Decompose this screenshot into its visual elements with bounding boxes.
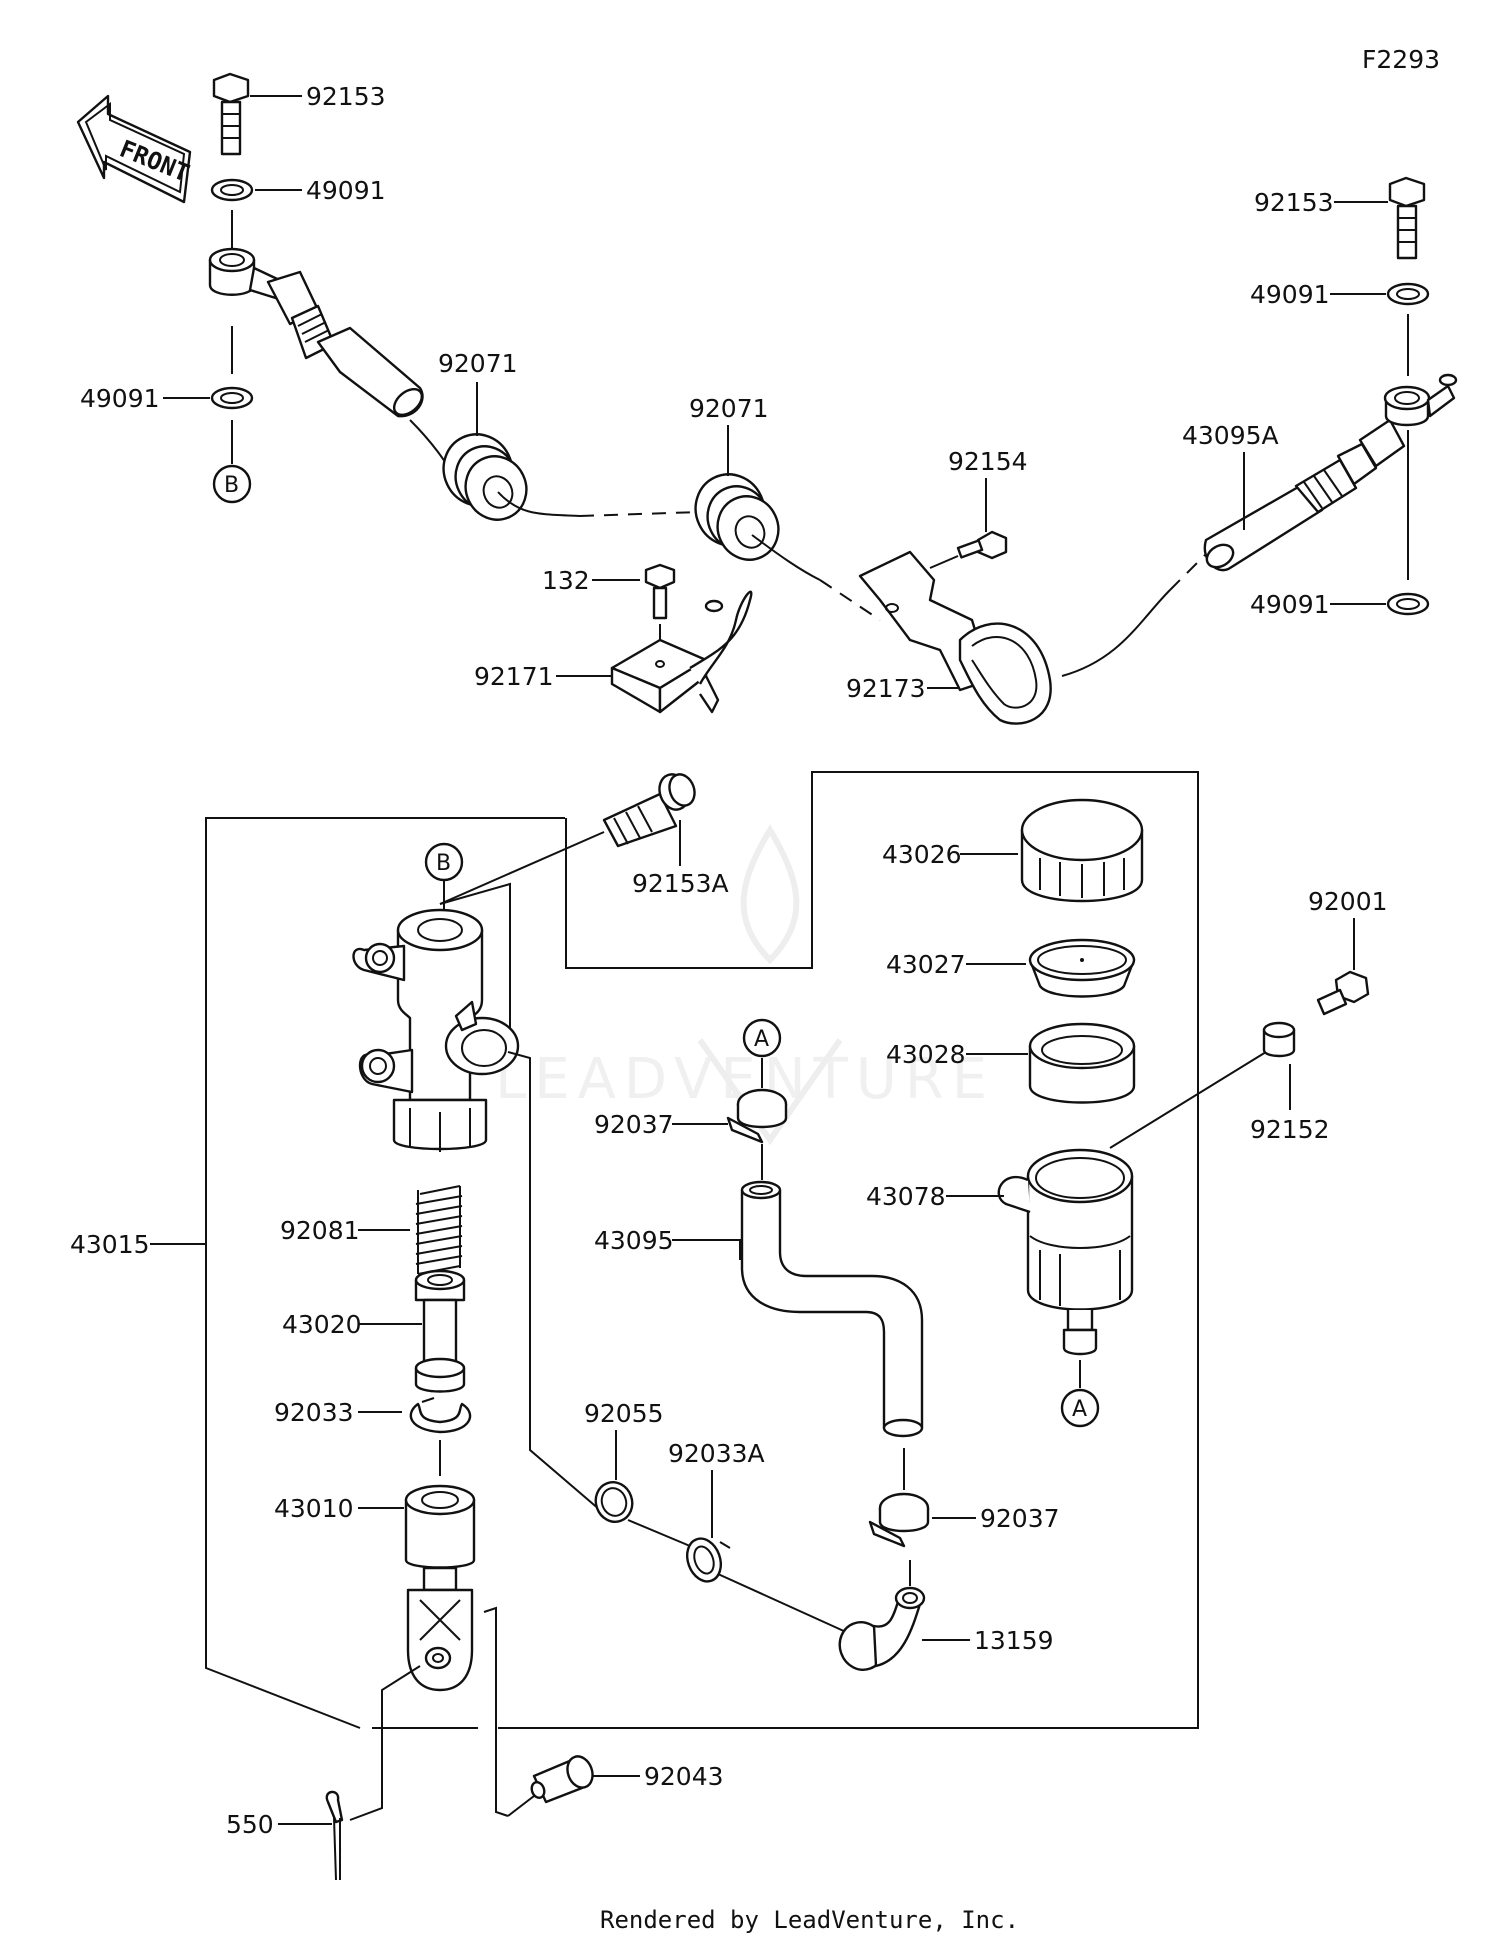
label-92171: 92171 — [474, 662, 554, 691]
cotter-pin-550 — [325, 1790, 344, 1881]
label-92081: 92081 — [280, 1216, 360, 1245]
label-92043: 92043 — [644, 1762, 724, 1791]
label-92037-bottom: 92037 — [980, 1504, 1060, 1533]
bolt-92154 — [956, 530, 1008, 560]
diaphragm-43028 — [1028, 1022, 1136, 1104]
bolt-92153-right — [1388, 176, 1426, 260]
label-132: 132 — [542, 566, 590, 595]
snap-ring-92033 — [409, 1397, 472, 1434]
footer-credit: Rendered by LeadVenture, Inc. — [600, 1906, 1019, 1934]
spring-92081 — [415, 1185, 463, 1275]
pin-92043 — [530, 1755, 594, 1804]
label-43015: 43015 — [70, 1230, 150, 1259]
label-43028: 43028 — [886, 1040, 966, 1069]
washer-49091-right-top — [1386, 282, 1430, 306]
ref-marker-a-bottom: A — [1060, 1388, 1100, 1428]
svg-text:A: A — [1072, 1397, 1087, 1422]
label-49091-left: 49091 — [80, 384, 160, 413]
label-49091-top-left: 49091 — [306, 176, 386, 205]
label-92153-right: 92153 — [1254, 188, 1334, 217]
label-92071-left: 92071 — [438, 349, 518, 378]
svg-text:B: B — [436, 851, 451, 876]
figure-id: F2293 — [1362, 45, 1440, 74]
clamp-92037-top — [726, 1088, 788, 1144]
washer-49091-top-left — [210, 178, 254, 202]
label-43026: 43026 — [882, 840, 962, 869]
label-49091-right-bottom: 49091 — [1250, 590, 1330, 619]
label-92152: 92152 — [1250, 1115, 1330, 1144]
label-49091-right-top: 49091 — [1250, 280, 1330, 309]
label-43020: 43020 — [282, 1310, 362, 1339]
grommet-92071-mid — [694, 473, 780, 561]
label-92071-mid: 92071 — [689, 394, 769, 423]
watermark-logo-icon — [697, 824, 843, 1146]
grommet-92071-left — [442, 433, 528, 521]
reservoir-43078 — [997, 1148, 1134, 1356]
bolt-132 — [644, 563, 676, 620]
ref-marker-b-top: B — [212, 464, 252, 504]
label-92001: 92001 — [1308, 887, 1388, 916]
ref-marker-a-top: A — [742, 1018, 782, 1058]
collar-92152 — [1262, 1021, 1296, 1058]
label-43027: 43027 — [886, 950, 966, 979]
bolt-92001 — [1316, 970, 1370, 1016]
piston-43020 — [414, 1269, 466, 1393]
label-92055: 92055 — [584, 1399, 664, 1428]
push-rod-43010 — [404, 1484, 476, 1692]
clamp-92037-bottom — [868, 1492, 930, 1548]
svg-text:A: A — [754, 1027, 769, 1052]
bolt-92153a — [602, 773, 696, 848]
label-92154: 92154 — [948, 447, 1028, 476]
hose-end-left — [266, 270, 424, 418]
label-43095: 43095 — [594, 1226, 674, 1255]
reservoir-cap-43026 — [1020, 798, 1144, 903]
bracket-92173 — [858, 550, 1052, 725]
label-550: 550 — [226, 1810, 274, 1839]
diaphragm-plate-43027 — [1028, 938, 1136, 998]
label-92153-top-left: 92153 — [306, 82, 386, 111]
hose-end-43095a — [1203, 418, 1406, 572]
label-92153a: 92153A — [632, 869, 729, 898]
banjo-fitting-right — [1383, 373, 1458, 427]
label-92173: 92173 — [846, 674, 926, 703]
washer-49091-left — [210, 386, 254, 410]
clamp-92171 — [610, 590, 753, 714]
label-92033: 92033 — [274, 1398, 354, 1427]
bolt-92153-left — [212, 72, 250, 156]
ref-marker-b-mid: B — [424, 842, 464, 882]
reservoir-hose-43095 — [740, 1180, 924, 1438]
front-arrow-icon: FRONT — [76, 94, 193, 204]
label-92033a: 92033A — [668, 1439, 765, 1468]
o-ring-92055 — [594, 1481, 634, 1523]
label-92037-top: 92037 — [594, 1110, 674, 1139]
label-13159: 13159 — [974, 1626, 1054, 1655]
hose-fitting-13159 — [838, 1586, 926, 1671]
label-43095a: 43095A — [1182, 421, 1279, 450]
master-cylinder-body — [352, 908, 520, 1152]
washer-49091-right-bottom — [1386, 592, 1430, 616]
label-43078: 43078 — [866, 1182, 946, 1211]
snap-ring-92033a — [685, 1537, 731, 1583]
label-43010: 43010 — [274, 1494, 354, 1523]
svg-text:B: B — [224, 473, 239, 498]
